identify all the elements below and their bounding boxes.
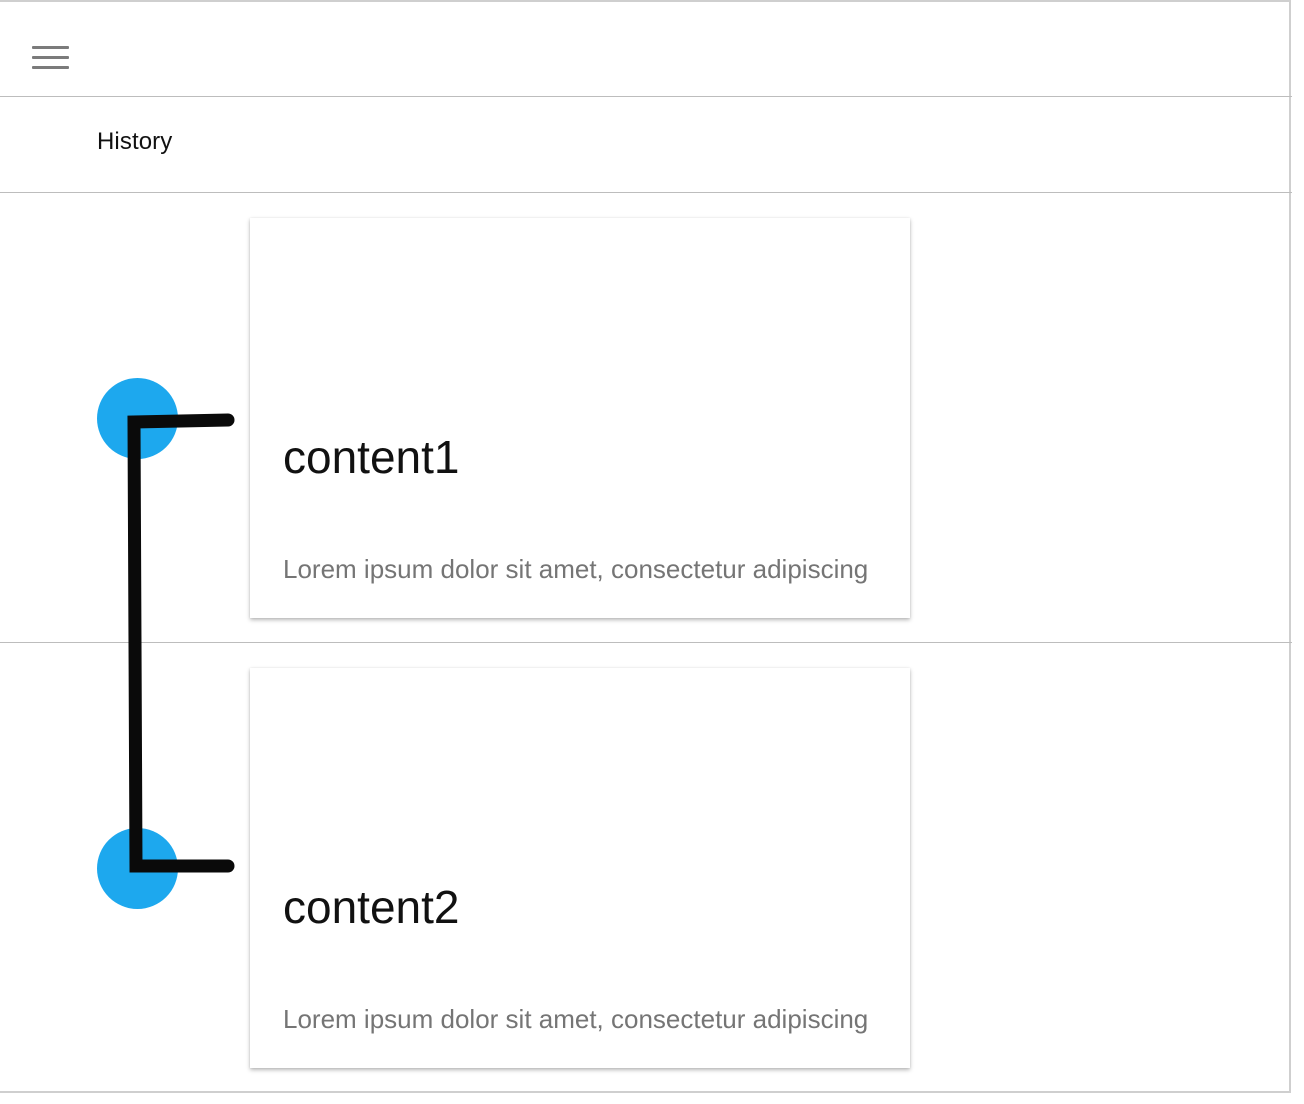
card-title: content2	[283, 881, 460, 933]
card-text: Lorem ipsum dolor sit amet, consectetur …	[283, 1004, 869, 1034]
timeline-dot-2	[97, 828, 178, 909]
timeline-card-2[interactable]: content2 Lorem ipsum dolor sit amet, con…	[250, 668, 910, 1068]
card-title: content1	[283, 431, 460, 483]
toolbar-divider	[0, 96, 1292, 97]
timeline-card-1[interactable]: content1 Lorem ipsum dolor sit amet, con…	[250, 218, 910, 618]
card-text: Lorem ipsum dolor sit amet, consectetur …	[283, 554, 869, 584]
hamburger-menu-icon[interactable]	[32, 46, 69, 70]
timeline-dot-1	[97, 378, 178, 459]
page-title: History	[97, 128, 173, 155]
row-divider	[0, 642, 1292, 643]
title-divider	[0, 192, 1292, 193]
